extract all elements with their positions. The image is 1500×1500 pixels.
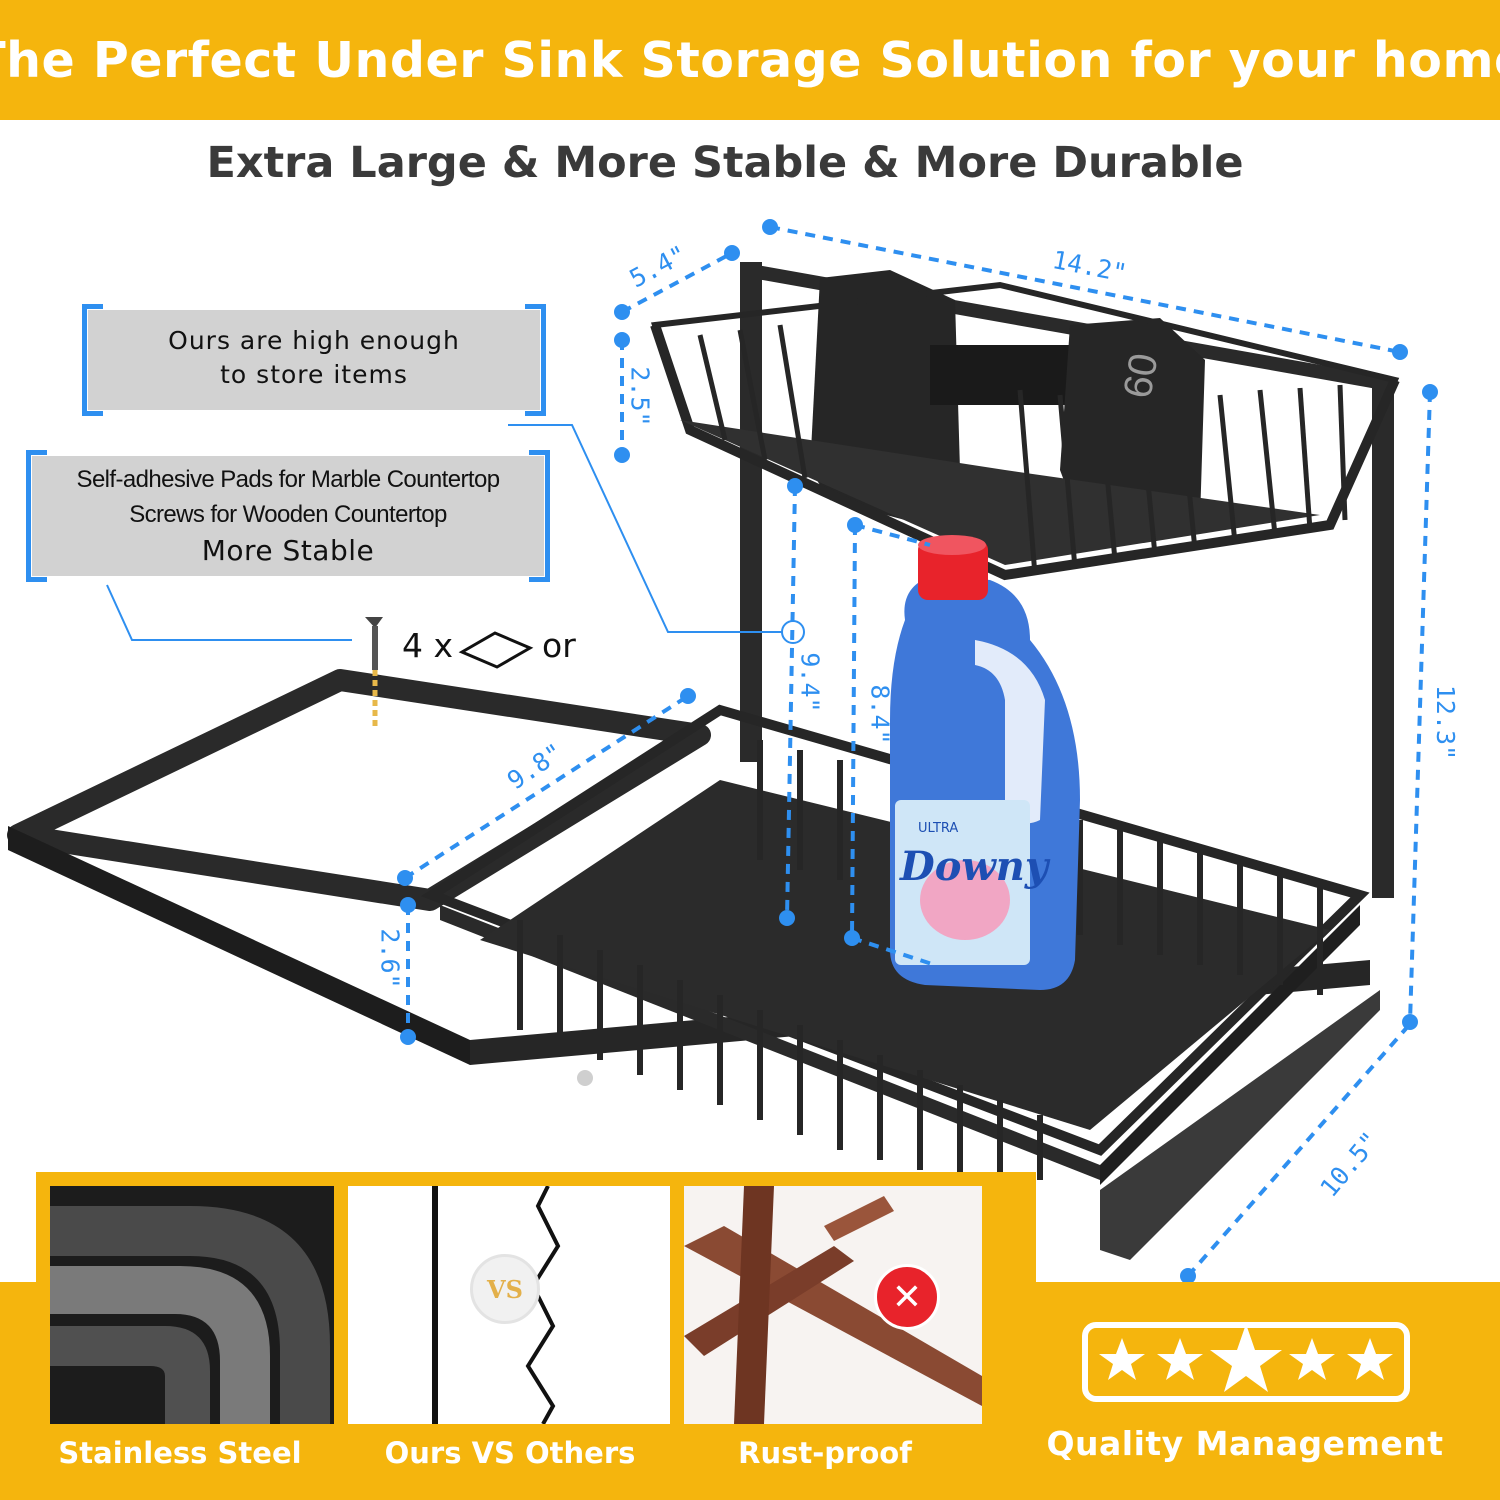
star-icon [1157, 1338, 1203, 1380]
quality-stars [1082, 1322, 1410, 1402]
height-callout-line1: Ours are high enough [168, 326, 460, 355]
page-title: The Perfect Under Sink Storage Solution … [0, 31, 1500, 89]
slide-frame [7, 669, 711, 911]
stability-callout-line1: Self-adhesive Pads for Marble Countertop [76, 466, 501, 493]
feature-compare-image: VS [348, 1186, 670, 1424]
bottle-sub: ULTRA [918, 821, 958, 836]
adhesive-pad-icon [458, 631, 534, 669]
height-callout-line2: to store items [220, 360, 408, 389]
or-label: or [542, 626, 576, 665]
slide-rail [1100, 990, 1380, 1260]
vs-badge: VS [470, 1254, 540, 1324]
feature-label-stainless: Stainless Steel [58, 1436, 302, 1470]
header-banner: The Perfect Under Sink Storage Solution … [0, 0, 1500, 120]
feature-label-rust: Rust-proof [738, 1436, 912, 1470]
stability-callout: Self-adhesive Pads for Marble Countertop… [26, 450, 550, 582]
page-subtitle: Extra Large & More Stable & More Durable [206, 138, 1244, 188]
detergent-bottle: Downy ULTRA [890, 535, 1080, 990]
dimension-lines [403, 225, 1432, 1278]
x-badge: ✕ [874, 1264, 940, 1330]
quantity-label: 4 x [402, 626, 454, 665]
lower-drawer-wires [517, 740, 1323, 1180]
star-icon [1210, 1328, 1282, 1392]
feature-label-compare: Ours VS Others [384, 1436, 636, 1470]
upper-basket-wires [697, 324, 1348, 576]
dimension-endpoints [397, 219, 1438, 1284]
weight-label: 60 [1116, 350, 1167, 401]
star-icon [1289, 1338, 1335, 1380]
feature-stainless-image [50, 1186, 334, 1424]
star-icon [1099, 1338, 1145, 1380]
frame-rail [8, 826, 470, 1065]
star-icon [1347, 1338, 1393, 1380]
stability-callout-line2: Screws for Wooden Countertop [129, 501, 447, 528]
accessory-quantity: 4 x or [402, 626, 576, 665]
height-callout: Ours are high enough to store items [82, 304, 546, 416]
upper-basket [650, 281, 1400, 581]
screw-icon [365, 617, 383, 728]
bottle-brand: Downy [899, 843, 1051, 890]
quality-label: Quality Management [1046, 1424, 1444, 1463]
stability-callout-line3: More Stable [201, 534, 375, 567]
feature-rust-image: ✕ [684, 1186, 982, 1424]
steel-layers-icon [50, 1186, 334, 1424]
